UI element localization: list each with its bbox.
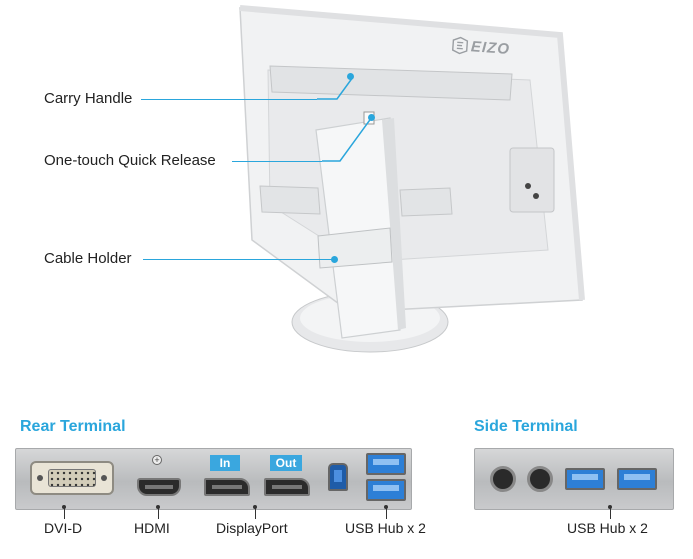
callout-cable-holder: Cable Holder <box>44 250 132 267</box>
carry-handle <box>269 65 513 101</box>
side-terminal-recess <box>509 147 555 213</box>
dvi-port <box>30 461 114 495</box>
callout-dot <box>347 73 354 80</box>
leader-line <box>141 99 317 100</box>
leader-line <box>322 116 373 162</box>
rear-terminal-title: Rear Terminal <box>20 418 126 435</box>
displayport-label: DisplayPort <box>216 520 288 536</box>
rear-usb-label: USB Hub x 2 <box>345 520 426 536</box>
usb-a-port <box>617 468 657 490</box>
side-usb-label: USB Hub x 2 <box>567 520 648 536</box>
callout-dot <box>331 256 338 263</box>
eizo-logo-mark-icon <box>451 36 469 55</box>
eizo-logo-text: EIZO <box>470 37 511 58</box>
callout-quick-release: One-touch Quick Release <box>44 152 216 169</box>
tick-line <box>610 507 611 519</box>
tick-line <box>64 507 65 519</box>
tick-line <box>386 507 387 519</box>
hdmi-port <box>137 478 181 496</box>
displayport-in-port <box>204 478 250 496</box>
usb-a-port <box>565 468 605 490</box>
callout-carry-handle: Carry Handle <box>44 90 133 107</box>
side-terminal-panel <box>474 448 674 510</box>
hdmi-label: HDMI <box>134 520 170 536</box>
hdmi-lock-icon: + <box>152 455 162 465</box>
eizo-logo: EIZO <box>451 36 511 58</box>
usb-a-port <box>366 479 406 501</box>
leader-line <box>143 259 333 260</box>
callout-dot <box>368 114 375 121</box>
usb-b-port <box>328 463 348 491</box>
tick-line <box>255 507 256 519</box>
headphone-jack <box>490 466 516 492</box>
monitor-rear-illustration <box>239 5 585 353</box>
rear-terminal-panel: + In Out <box>15 448 412 510</box>
displayport-out-port <box>264 478 310 496</box>
tick-line <box>158 507 159 519</box>
side-terminal-title: Side Terminal <box>474 418 578 435</box>
audio-jack <box>527 466 553 492</box>
displayport-in-badge: In <box>210 455 240 471</box>
leader-line <box>232 161 322 162</box>
usb-a-port <box>366 453 406 475</box>
leader-line <box>317 76 354 100</box>
dvi-label: DVI-D <box>44 520 83 536</box>
displayport-out-badge: Out <box>270 455 302 471</box>
